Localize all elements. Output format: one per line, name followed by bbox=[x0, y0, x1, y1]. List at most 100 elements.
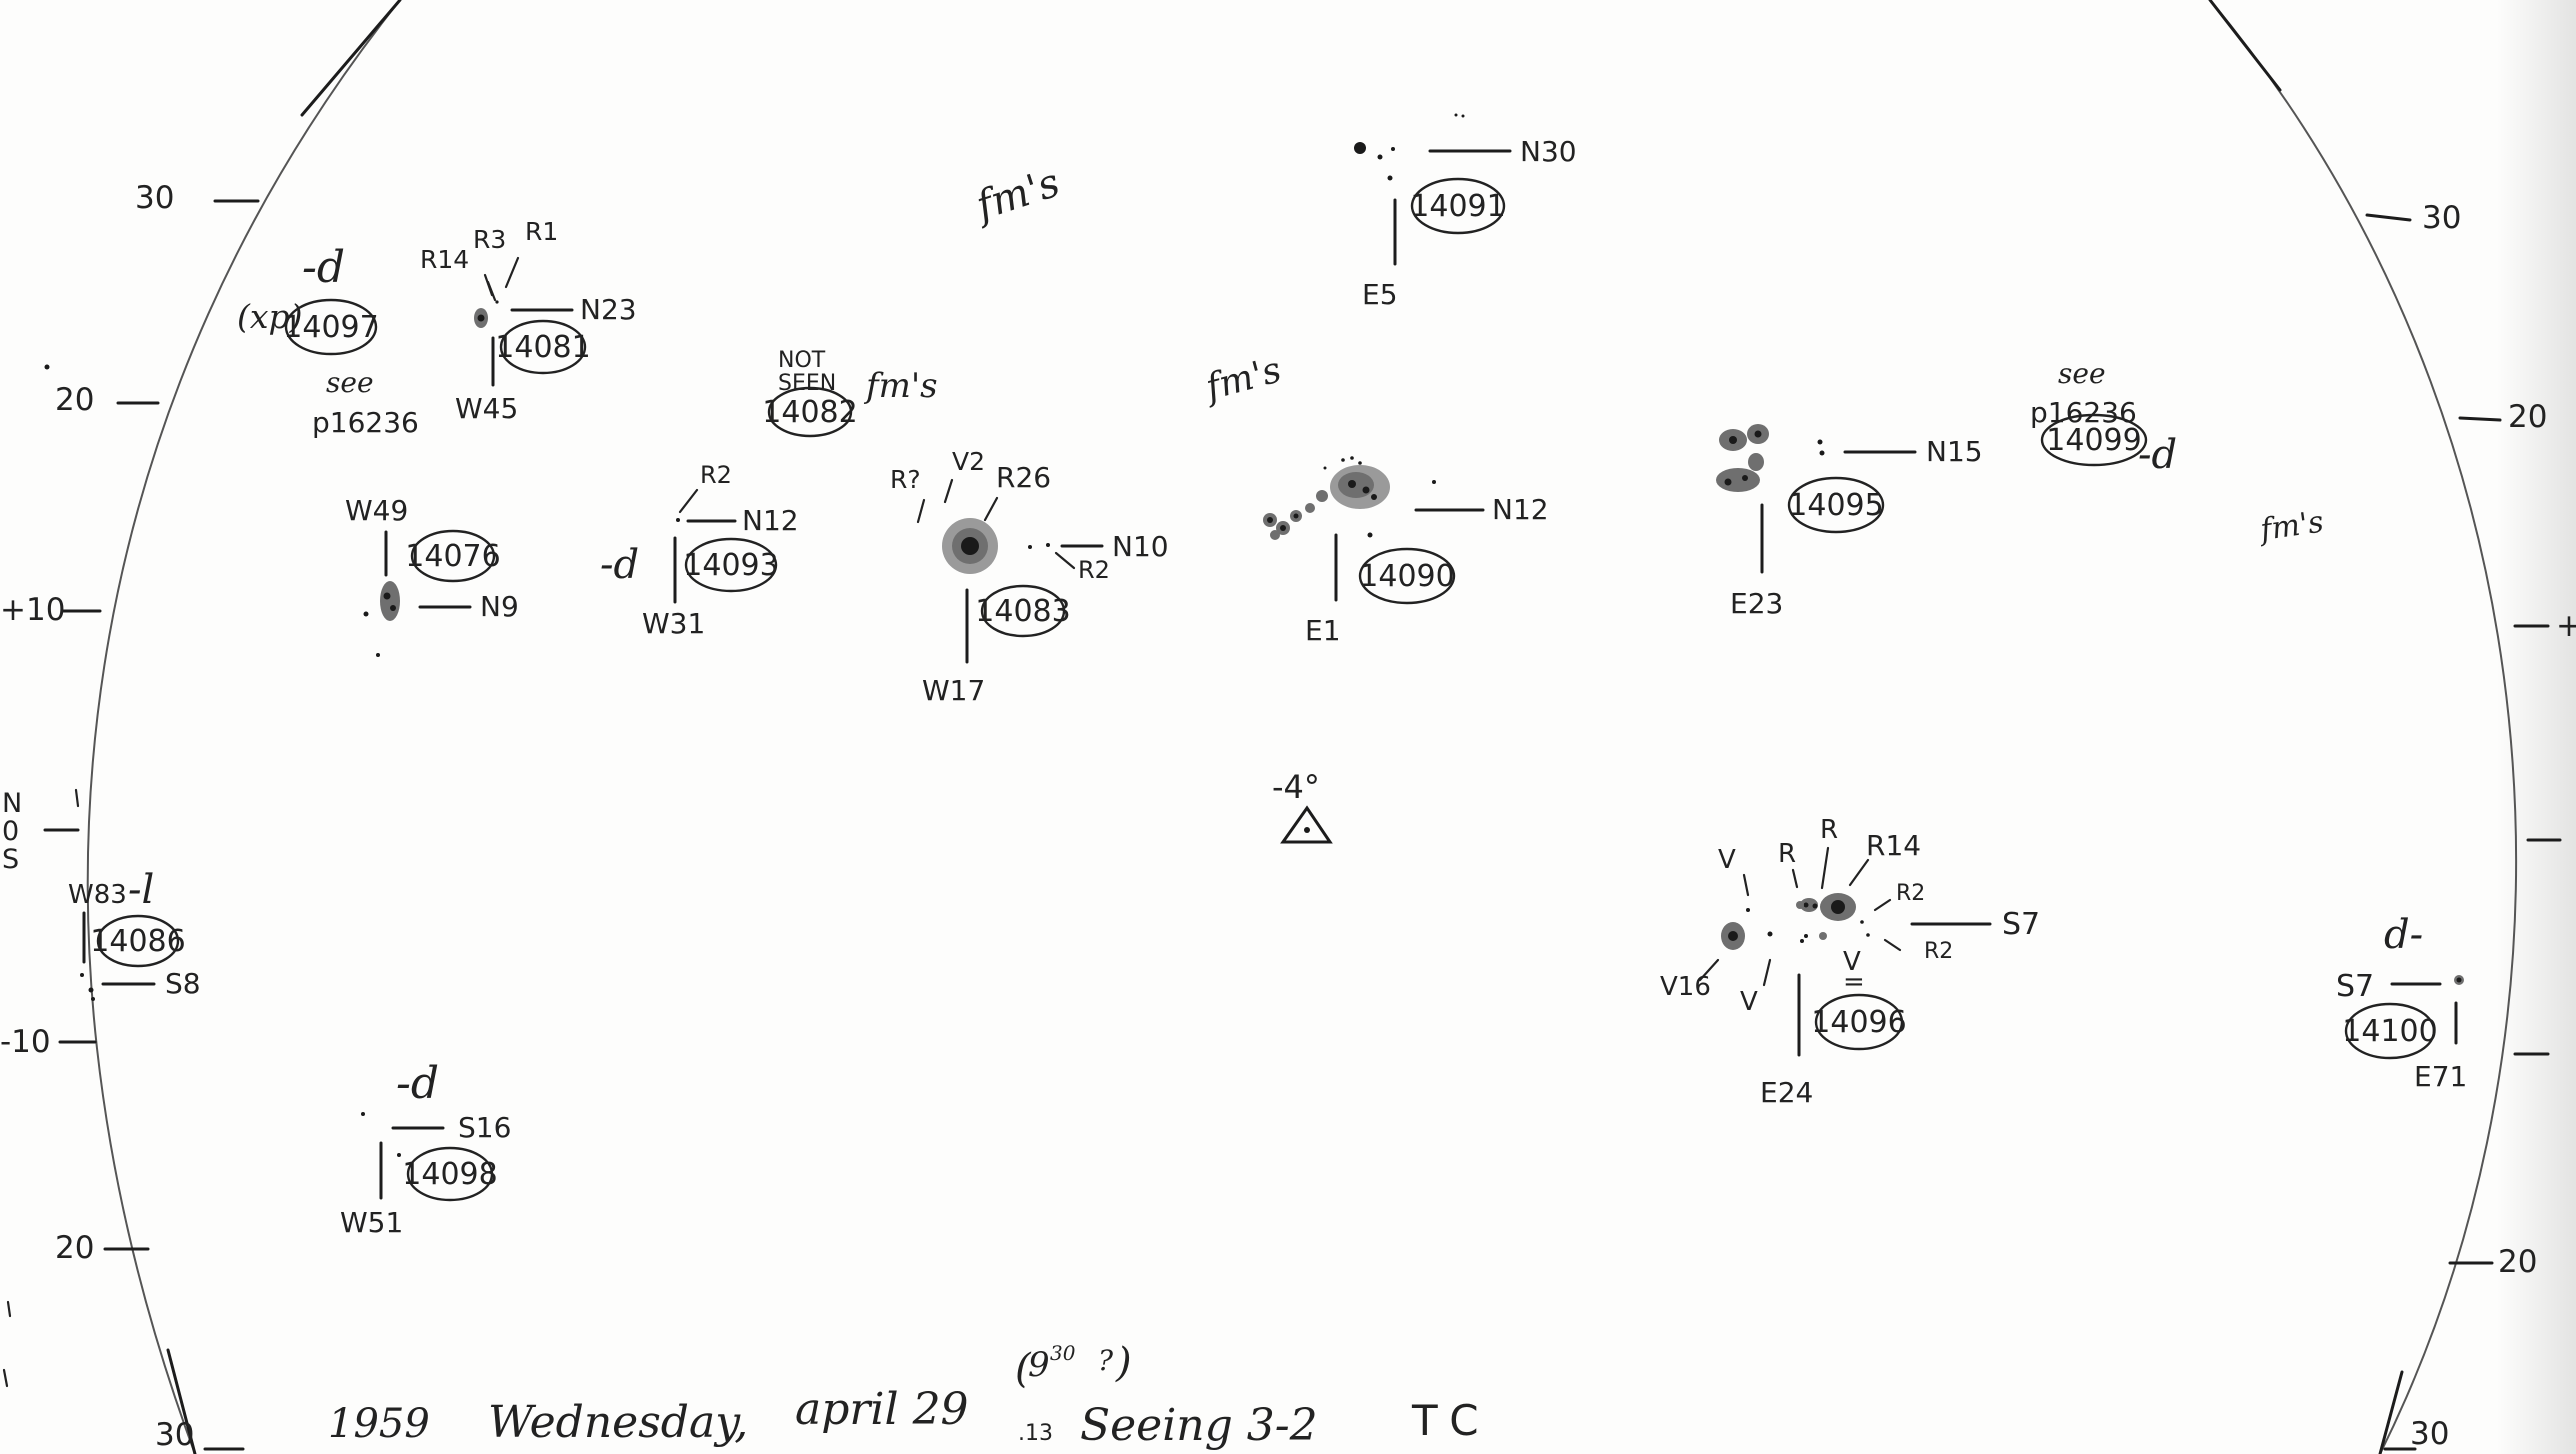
label-leader bbox=[1873, 898, 1892, 912]
sunspot bbox=[1746, 908, 1750, 912]
sunspot-umbra bbox=[1754, 430, 1762, 438]
region-number-oval bbox=[684, 537, 778, 593]
sunspot bbox=[495, 300, 499, 304]
latitude-label: N15 bbox=[1926, 435, 1983, 468]
seeing-note: Seeing 3-2 bbox=[1080, 1400, 1318, 1451]
region-14086: W83 -l 14086 S8 bbox=[68, 867, 201, 1001]
stray-mark bbox=[2, 1300, 12, 1388]
region-number-oval bbox=[1814, 993, 1904, 1051]
region-14082: NOT SEEN 14082 fm's bbox=[762, 348, 938, 438]
sunspot bbox=[1350, 456, 1354, 460]
sunspot-umbra bbox=[390, 605, 396, 611]
longitude-label: W51 bbox=[340, 1206, 403, 1239]
longitude-label: E1 bbox=[1305, 614, 1341, 647]
right-tick-20 bbox=[2458, 416, 2502, 422]
longitude-label: W45 bbox=[455, 392, 518, 425]
label-v: V bbox=[1740, 987, 1758, 1017]
label-r2: R2 bbox=[1078, 556, 1110, 584]
region-14083: R? V2 R26 N10 R2 14083 W17 bbox=[890, 447, 1169, 707]
region-number: 14081 bbox=[495, 330, 590, 365]
sunspot bbox=[1387, 175, 1393, 181]
latitude-label: N9 bbox=[480, 590, 519, 623]
latitude-label: N12 bbox=[1492, 493, 1549, 526]
sunspot bbox=[376, 653, 380, 657]
sunspot bbox=[91, 997, 95, 1001]
time-minutes: 30 bbox=[1050, 1341, 1076, 1365]
sunspot bbox=[1817, 439, 1823, 445]
limb-ink-top-left bbox=[300, 0, 402, 117]
region-number-oval bbox=[980, 584, 1066, 638]
sunspot bbox=[1716, 468, 1760, 492]
not-label: NOT bbox=[778, 348, 826, 373]
region-14095: N15 14095 E23 bbox=[1716, 424, 1983, 620]
sunspot-umbra bbox=[1371, 494, 1377, 500]
faculae-note: fm's bbox=[863, 366, 938, 406]
region-number-oval bbox=[767, 386, 853, 438]
time-query: ? bbox=[1098, 1344, 1114, 1377]
plate-reference: p16236 bbox=[312, 406, 419, 439]
latitude-label: N30 bbox=[1520, 135, 1577, 168]
region-number-oval bbox=[2040, 413, 2148, 467]
scale-right-20s: 20 bbox=[2498, 1244, 2537, 1280]
observation-footer: 1959 Wednesday, april 29 ( 9 30 ? ) .13 … bbox=[328, 1340, 1479, 1451]
time-close-paren: ) bbox=[1115, 1340, 1132, 1386]
latitude-label: N10 bbox=[1112, 530, 1169, 563]
sunspot bbox=[1860, 920, 1864, 924]
sunspot-umbra bbox=[1728, 931, 1738, 941]
sunspot bbox=[1800, 939, 1804, 943]
sunspot-umbra bbox=[1803, 902, 1809, 908]
longitude-label: E71 bbox=[2414, 1060, 2467, 1093]
region-14090: N12 14090 E1 bbox=[1263, 456, 1549, 647]
sunspot-umbra bbox=[1267, 517, 1273, 523]
sunspot-umbra bbox=[1729, 436, 1737, 444]
sunspot bbox=[1748, 453, 1764, 471]
region-number: 14091 bbox=[1410, 189, 1505, 224]
sunspot bbox=[80, 973, 84, 977]
faculae-note: fm's bbox=[1199, 349, 1286, 409]
solar-limb-right bbox=[2209, 0, 2517, 1454]
region-number: 14090 bbox=[1359, 559, 1454, 594]
right-tick-30 bbox=[2365, 213, 2412, 222]
label-v: V bbox=[1843, 947, 1861, 977]
label-r2: R2 bbox=[1896, 881, 1925, 906]
region-number-oval bbox=[1787, 476, 1885, 534]
region-number: 14098 bbox=[402, 1157, 497, 1192]
label-leaders bbox=[1742, 846, 1870, 897]
region-14091: N30 14091 E5 bbox=[1354, 113, 1577, 311]
sunspot bbox=[1432, 480, 1436, 484]
region-14097: (xp) -d 14097 see p16236 bbox=[237, 242, 419, 439]
sunspot bbox=[1358, 461, 1362, 465]
region-number: 14095 bbox=[1788, 488, 1883, 523]
label-leader bbox=[678, 488, 699, 514]
longitude-label: E24 bbox=[1760, 1076, 1813, 1109]
note-d: -d bbox=[2138, 432, 2177, 478]
latitude-label: S7 bbox=[2002, 907, 2040, 942]
region-14093: R2 N12 -d 14093 W31 bbox=[600, 461, 799, 640]
label-r: R bbox=[1820, 815, 1838, 845]
longitude-label: W17 bbox=[922, 674, 985, 707]
note-l: -l bbox=[128, 867, 154, 913]
sunspot bbox=[1323, 466, 1327, 470]
sunspot bbox=[1367, 532, 1373, 538]
observation-date: april 29 bbox=[795, 1384, 969, 1435]
latitude-label: S8 bbox=[165, 967, 201, 1000]
latitude-label: N12 bbox=[742, 504, 799, 537]
label-r2: R2 bbox=[1924, 939, 1953, 964]
prefix-note: (xp) bbox=[237, 297, 302, 336]
label-leaders bbox=[916, 478, 999, 524]
region-14081: R14 R3 R1 N23 W45 14081 bbox=[420, 217, 637, 425]
scale-left-30: 30 bbox=[135, 180, 174, 216]
sunspot bbox=[1316, 490, 1328, 502]
region-number: 14086 bbox=[90, 924, 185, 959]
longitude-label: W31 bbox=[642, 607, 705, 640]
sunspot-umbra bbox=[1362, 486, 1370, 494]
limb-ink-top-right bbox=[2208, 0, 2282, 92]
sunspot bbox=[1819, 932, 1827, 940]
observation-year: 1959 bbox=[328, 1401, 430, 1447]
region-number-oval bbox=[96, 914, 180, 968]
sunspot bbox=[361, 1112, 365, 1116]
label-leader bbox=[1762, 958, 1772, 987]
observation-fraction: .13 bbox=[1018, 1421, 1053, 1446]
